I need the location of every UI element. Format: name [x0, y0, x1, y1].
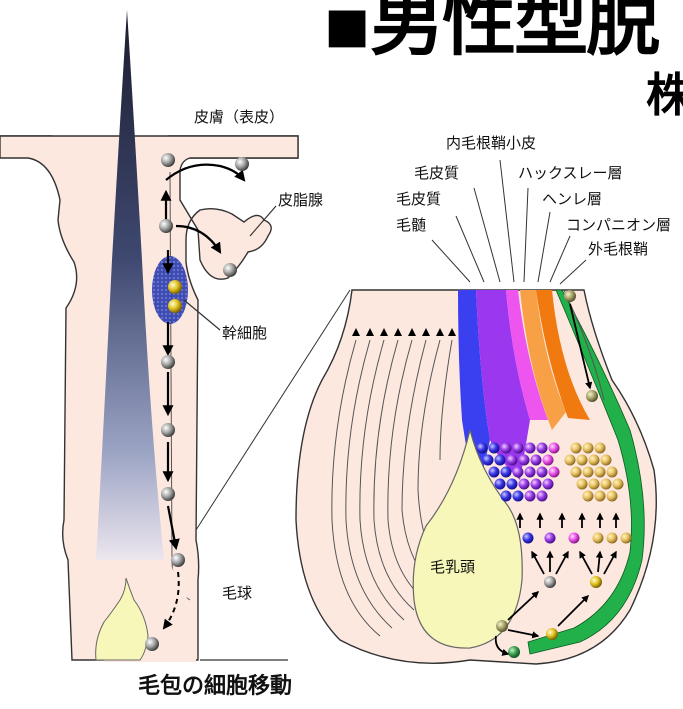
label-epidermis: 皮膚（表皮） [194, 110, 284, 125]
label-inner-root-sheath-cuticle: 内毛根鞘小皮 [446, 136, 536, 151]
label-medulla: 毛髄 [396, 218, 426, 233]
label-sebaceous-gland: 皮脂腺 [278, 193, 323, 208]
right-bulb [296, 160, 656, 664]
label-hair-bulb: 毛球 [222, 586, 252, 601]
label-cortex-1: 毛皮質 [414, 166, 459, 181]
label-outer-root-sheath: 外毛根鞘 [588, 242, 648, 257]
label-companion-layer: コンパニオン層 [566, 218, 671, 233]
figure-caption: 毛包の細胞移動 [138, 676, 292, 698]
label-stem-cell: 幹細胞 [222, 326, 267, 341]
label-huxley-layer: ハックスレー層 [518, 166, 623, 181]
label-henle-layer: ヘンレ層 [542, 192, 602, 207]
label-cortex-2: 毛皮質 [396, 192, 441, 207]
label-dermal-papilla: 毛乳頭 [430, 560, 475, 575]
